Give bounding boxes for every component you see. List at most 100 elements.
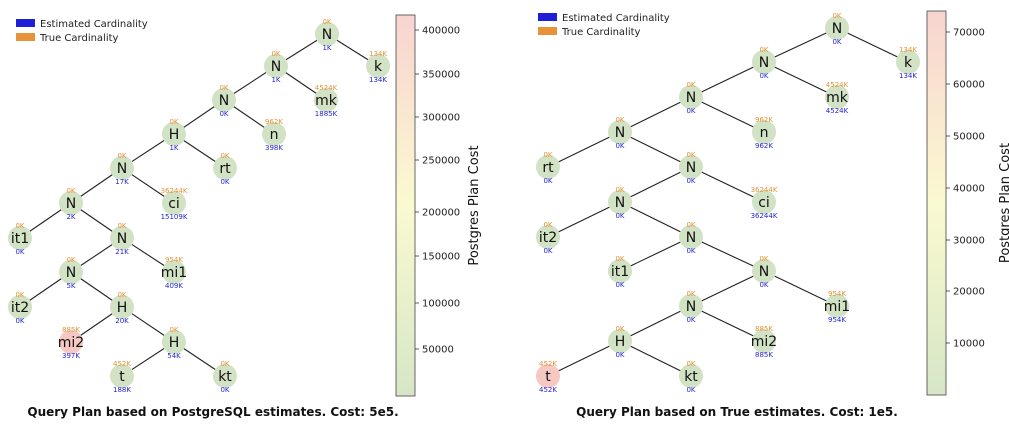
true-cardinality-label: 0K (832, 12, 841, 20)
plan-edge (763, 27, 838, 63)
node-operator-label: mi2 (751, 334, 777, 350)
node-circle (608, 259, 632, 283)
estimated-cardinality-label: 17K (115, 178, 129, 186)
legend-label: Estimated Cardinality (40, 19, 148, 30)
true-cardinality-label: 0K (322, 18, 331, 26)
true-cardinality-label: 0K (66, 187, 75, 195)
estimated-cardinality-label: 0K (759, 72, 768, 80)
plan-edge (619, 236, 692, 272)
true-cardinality-label: 0K (615, 325, 624, 333)
true-cardinality-label: 4524K (315, 84, 338, 92)
node-circle (366, 54, 390, 78)
node-circle (825, 16, 849, 40)
plan-edge (690, 166, 765, 203)
true-cardinality-label: 4524K (826, 81, 849, 89)
true-cardinality-label: 0K (615, 255, 624, 263)
estimated-cardinality-label: 0K (686, 386, 695, 394)
node-operator-label: N (117, 231, 127, 247)
colorbar-tick-label: 40000 (953, 184, 985, 195)
node-operator-label: kt (218, 369, 232, 385)
node-circle (752, 120, 776, 144)
true-cardinality-label: 885K (62, 326, 80, 334)
node-circle (825, 85, 849, 109)
true-cardinality-label: 0K (686, 221, 695, 229)
true-cardinality-label: 0K (615, 116, 624, 124)
colorbar-tick-label: 70000 (953, 28, 985, 39)
true-cardinality-label: 0K (686, 290, 695, 298)
plan-edge (836, 27, 909, 63)
true-cardinality-label: 0K (219, 84, 228, 92)
estimated-cardinality-label: 1885K (315, 110, 338, 118)
node-operator-label: N (219, 93, 229, 109)
estimated-cardinality-label: 0K (615, 281, 624, 289)
true-cardinality-label: 134K (369, 50, 387, 58)
estimated-cardinality-label: 1K (169, 144, 178, 152)
node-operator-label: it2 (11, 300, 29, 316)
plan-edge (690, 96, 765, 133)
estimated-cardinality-label: 962K (755, 142, 773, 150)
node-circle (315, 22, 339, 46)
estimated-cardinality-label: 4524K (826, 107, 849, 115)
estimated-cardinality-label: 0K (615, 212, 624, 220)
plan-edge (619, 131, 692, 168)
node-operator-label: n (270, 127, 279, 143)
true-cardinality-label: 134K (899, 46, 917, 54)
node-operator-label: it1 (611, 264, 629, 280)
estimated-cardinality-label: 188K (113, 386, 131, 394)
node-circle (110, 226, 134, 250)
node-operator-label: H (117, 300, 128, 316)
estimated-cardinality-label: 36244K (751, 212, 778, 220)
true-cardinality-label: 36244K (751, 186, 778, 194)
node-operator-label: N (271, 59, 281, 75)
node-operator-label: mk (826, 90, 849, 106)
node-circle (679, 294, 703, 318)
true-cardinality-label: 0K (271, 50, 280, 58)
true-cardinality-label: 0K (759, 46, 768, 54)
node-operator-label: t (545, 369, 551, 385)
plan-edge (547, 201, 621, 238)
node-operator-label: t (119, 369, 125, 385)
node-operator-label: n (760, 125, 769, 141)
true-cardinality-label: 0K (117, 222, 126, 230)
node-circle (162, 330, 186, 354)
legend-label: True Cardinality (39, 33, 119, 44)
legend-label: Estimated Cardinality (562, 13, 670, 24)
estimated-cardinality-label: 54K (167, 352, 181, 360)
node-circle (679, 85, 703, 109)
estimated-cardinality-label: 2K (66, 213, 75, 221)
colorbar (926, 10, 947, 396)
node-circle (679, 364, 703, 388)
node-circle (608, 120, 632, 144)
legend-swatch-estimated (16, 19, 35, 27)
estimated-cardinality-label: 452K (539, 386, 557, 394)
colorbar-tick-label: 50000 (953, 132, 985, 143)
estimated-cardinality-label: 0K (615, 142, 624, 150)
true-cardinality-label: 0K (543, 151, 552, 159)
true-cardinality-label: 962K (755, 116, 773, 124)
estimated-cardinality-label: 5K (66, 282, 75, 290)
true-cardinality-label: 0K (66, 256, 75, 264)
node-circle (608, 190, 632, 214)
estimated-cardinality-label: 0K (759, 281, 768, 289)
plan-edge (619, 166, 692, 203)
colorbar-title: Postgres Plan Cost (467, 145, 482, 265)
true-cardinality-label: 954K (828, 290, 846, 298)
node-operator-label: mi2 (58, 335, 84, 351)
node-operator-label: N (686, 299, 696, 315)
estimated-cardinality-label: 398K (265, 144, 283, 152)
node-operator-label: N (686, 160, 696, 176)
